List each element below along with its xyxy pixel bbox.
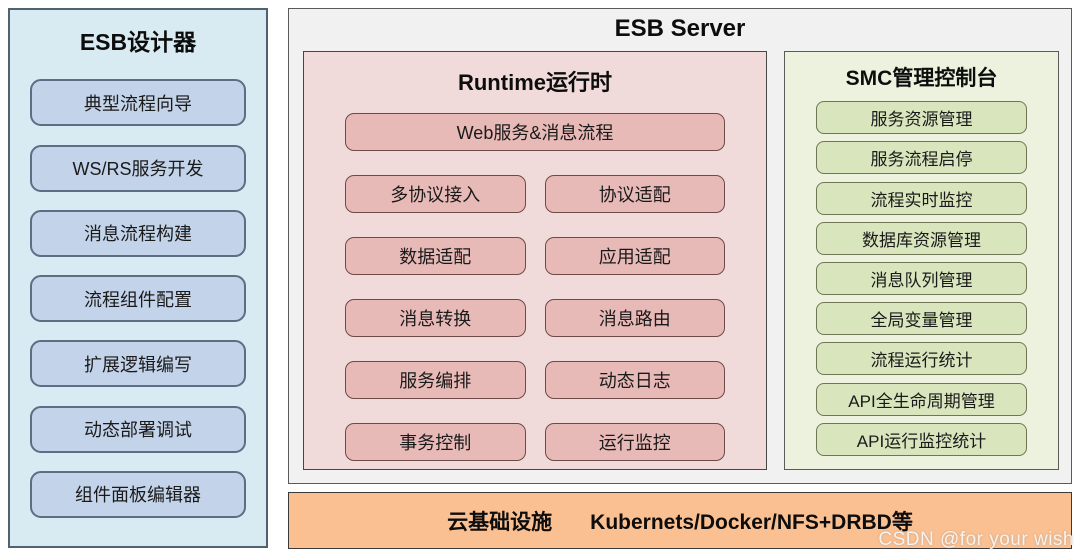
smc-item-global-variable-mgmt: 全局变量管理 bbox=[816, 302, 1027, 336]
cloud-infra-detail: Kubernets/Docker/NFS+DRBD等 bbox=[590, 510, 913, 534]
designer-item-flow-component-config: 流程组件配置 bbox=[30, 275, 246, 322]
designer-item-extension-logic: 扩展逻辑编写 bbox=[30, 340, 246, 388]
csdn-watermark: CSDN @for your wish bbox=[878, 529, 1074, 550]
runtime-title: Runtime运行时 bbox=[457, 70, 612, 95]
esb-server-title: ESB Server bbox=[614, 15, 746, 42]
runtime-item-multi-protocol-access: 多协议接入 bbox=[345, 175, 526, 213]
smc-item-service-flow-start-stop: 服务流程启停 bbox=[816, 141, 1027, 175]
smc-item-service-resource-mgmt: 服务资源管理 bbox=[816, 101, 1027, 135]
runtime-item-app-adapt: 应用适配 bbox=[544, 237, 725, 275]
smc-item-flow-realtime-monitor: 流程实时监控 bbox=[816, 181, 1027, 215]
smc-panel: SMC管理控制台 服务资源管理 服务流程启停 流程实时监控 数据库资源管理 消息… bbox=[784, 51, 1059, 470]
runtime-item-transaction-control: 事务控制 bbox=[345, 423, 526, 461]
smc-item-api-lifecycle-mgmt: API全生命周期管理 bbox=[816, 382, 1027, 416]
runtime-item-dynamic-log: 动态日志 bbox=[544, 361, 725, 399]
designer-item-component-panel-editor: 组件面板编辑器 bbox=[30, 470, 246, 518]
runtime-panel: Runtime运行时 Web服务&消息流程 多协议接入 协议适配 数据适配 应用… bbox=[303, 51, 767, 470]
runtime-grid: 多协议接入 协议适配 数据适配 应用适配 消息转换 消息路由 服务编排 动态日志… bbox=[345, 175, 725, 461]
smc-items: 服务资源管理 服务流程启停 流程实时监控 数据库资源管理 消息队列管理 全局变量… bbox=[785, 92, 1058, 469]
runtime-item-web-service-message-flow: Web服务&消息流程 bbox=[345, 113, 725, 151]
esb-designer-panel: ESB设计器 典型流程向导 WS/RS服务开发 消息流程构建 流程组件配置 扩展… bbox=[8, 8, 268, 548]
designer-item-ws-rs-service-dev: WS/RS服务开发 bbox=[30, 144, 246, 192]
smc-item-db-resource-mgmt: 数据库资源管理 bbox=[816, 221, 1027, 255]
runtime-item-message-transform: 消息转换 bbox=[345, 299, 526, 337]
esb-server-panel: ESB Server Runtime运行时 Web服务&消息流程 多协议接入 协… bbox=[288, 8, 1072, 484]
designer-item-dynamic-deploy-debug: 动态部署调试 bbox=[30, 405, 246, 453]
runtime-item-data-adapt: 数据适配 bbox=[345, 237, 526, 275]
runtime-item-message-routing: 消息路由 bbox=[544, 299, 725, 337]
smc-item-message-queue-mgmt: 消息队列管理 bbox=[816, 261, 1027, 295]
runtime-item-runtime-monitor: 运行监控 bbox=[544, 423, 725, 461]
runtime-item-service-orchestration: 服务编排 bbox=[345, 361, 526, 399]
cloud-infra-bar: 云基础设施 Kubernets/Docker/NFS+DRBD等 bbox=[288, 492, 1072, 549]
smc-item-api-monitor-statistics: API运行监控统计 bbox=[816, 422, 1027, 456]
smc-title: SMC管理控制台 bbox=[845, 67, 998, 90]
esb-designer-title: ESB设计器 bbox=[79, 29, 197, 55]
cloud-infra-label: 云基础设施 bbox=[447, 510, 553, 534]
designer-item-message-flow-build: 消息流程构建 bbox=[30, 209, 246, 257]
designer-item-typical-flow-wizard: 典型流程向导 bbox=[30, 79, 246, 127]
smc-item-flow-run-statistics: 流程运行统计 bbox=[816, 342, 1027, 376]
esb-designer-items: 典型流程向导 WS/RS服务开发 消息流程构建 流程组件配置 扩展逻辑编写 动态… bbox=[10, 59, 266, 546]
runtime-item-protocol-adapt: 协议适配 bbox=[544, 175, 725, 213]
